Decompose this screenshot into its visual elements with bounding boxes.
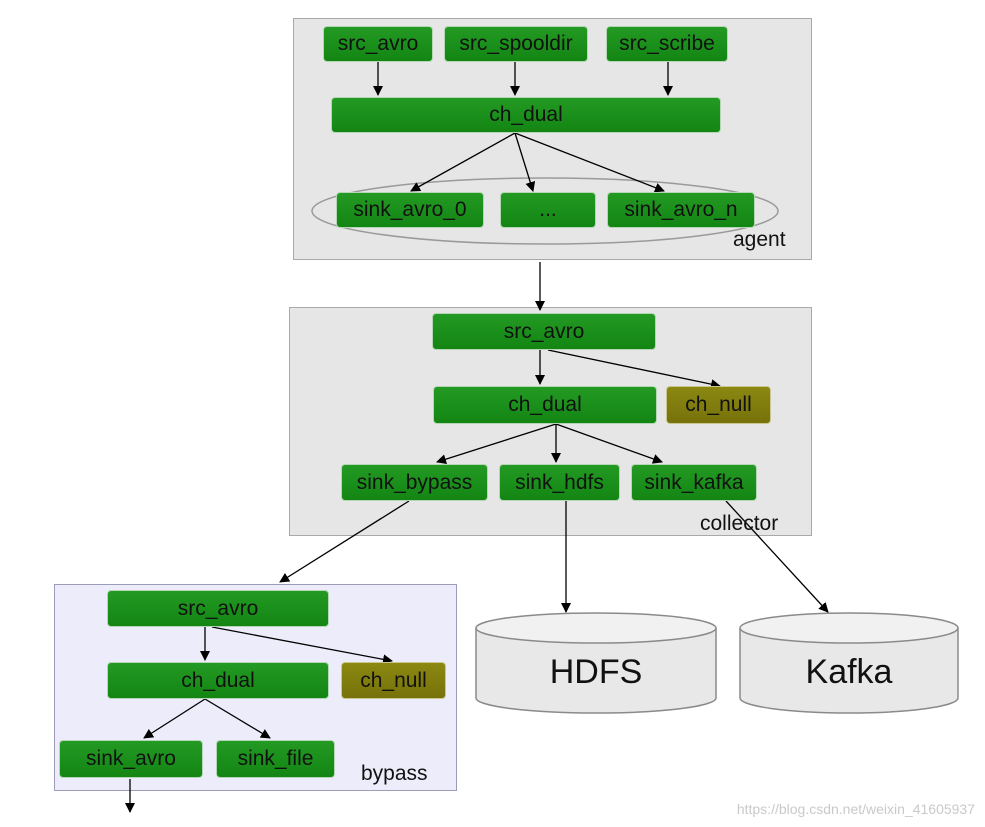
bypass-ch-null-node: ch_null <box>341 662 446 699</box>
bypass-ch-dual-node: ch_dual <box>107 662 329 699</box>
agent-sink-avro-0-node: sink_avro_0 <box>336 192 484 228</box>
bypass-sink-avro-node: sink_avro <box>59 740 203 778</box>
agent-sink-ellipsis-node: ... <box>500 192 596 228</box>
agent-ch-dual-node: ch_dual <box>331 97 721 133</box>
agent-sink-avro-n-node: sink_avro_n <box>607 192 755 228</box>
watermark-text: https://blog.csdn.net/weixin_41605937 <box>736 801 975 817</box>
collector-ch-dual-node: ch_dual <box>433 386 657 424</box>
agent-src-spooldir-node: src_spooldir <box>444 26 588 62</box>
agent-src-avro-node: src_avro <box>323 26 433 62</box>
agent-src-scribe-node: src_scribe <box>606 26 728 62</box>
bypass-src-avro-node: src_avro <box>107 590 329 627</box>
collector-src-avro-node: src_avro <box>432 313 656 350</box>
collector-sink-hdfs-node: sink_hdfs <box>499 464 620 501</box>
kafka-label: Kafka <box>805 652 893 691</box>
hdfs-label: HDFS <box>549 652 643 691</box>
bypass-panel-label: bypass <box>361 762 428 785</box>
collector-sink-bypass-node: sink_bypass <box>341 464 488 501</box>
collector-sink-kafka-node: sink_kafka <box>631 464 757 501</box>
bypass-sink-file-node: sink_file <box>216 740 335 778</box>
agent-panel-label: agent <box>733 228 786 251</box>
collector-ch-null-node: ch_null <box>666 386 771 424</box>
collector-panel-label: collector <box>700 512 779 535</box>
